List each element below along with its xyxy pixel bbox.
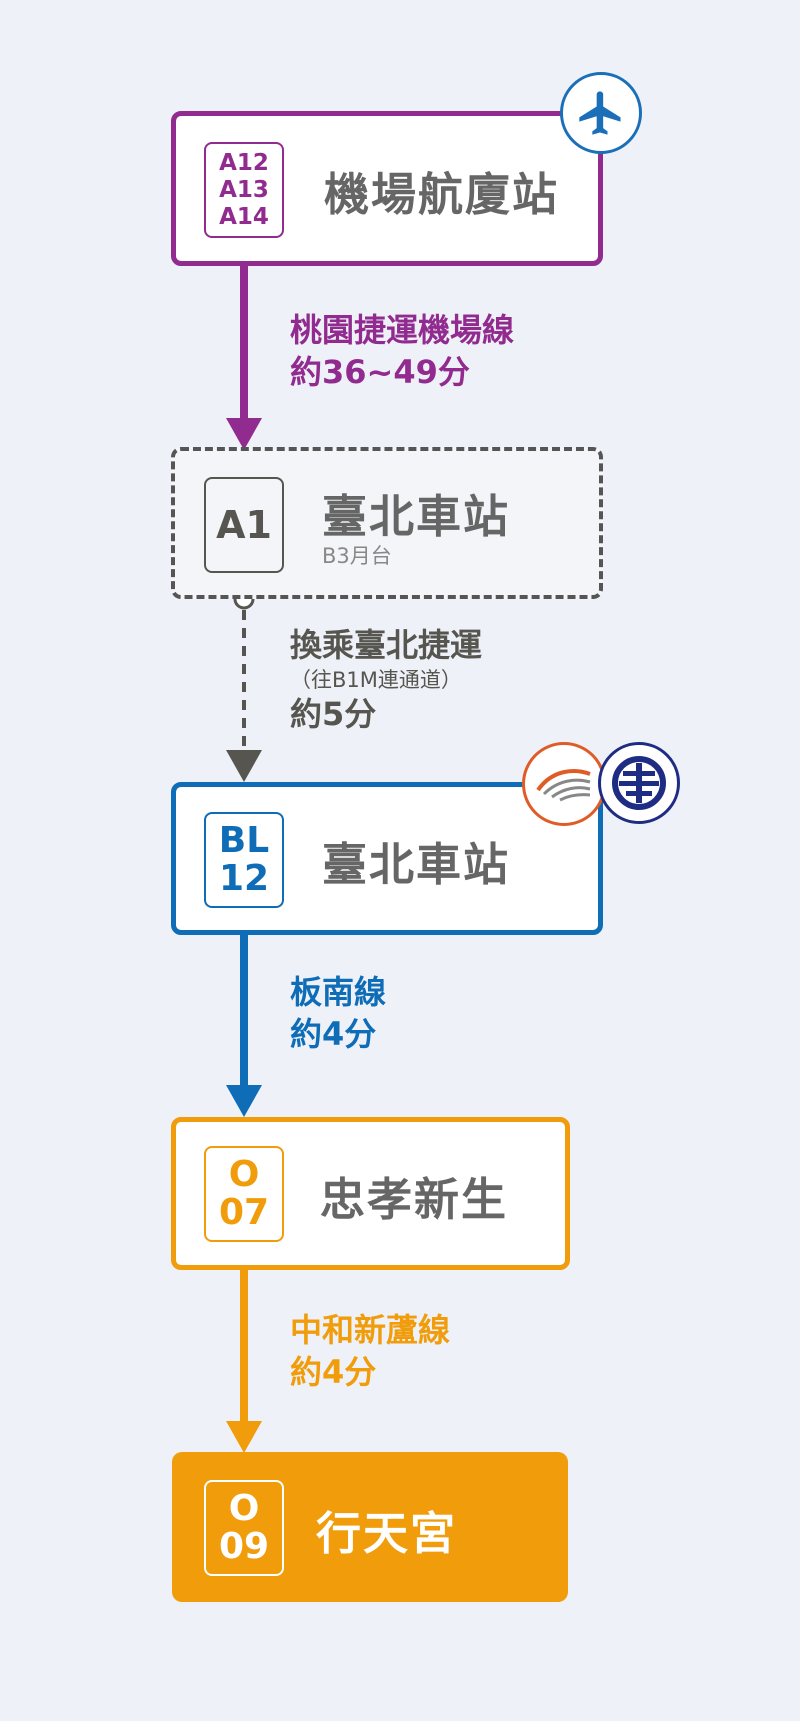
hsr-logo-icon (522, 742, 606, 826)
station-code-badge-o09: O 09 (204, 1480, 284, 1576)
route-line-name: 換乘臺北捷運 (290, 626, 483, 664)
route-travel-time: 約5分 (290, 694, 377, 733)
station-code: A13 (219, 176, 269, 203)
station-code: 07 (218, 1192, 270, 1233)
station-card-taipei-a1 (171, 447, 603, 599)
route-line-name: 板南線 (290, 973, 387, 1011)
tra-logo-icon (598, 742, 680, 824)
station-code-badge-o07: O 07 (204, 1146, 284, 1242)
station-platform-note: B3月台 (322, 544, 392, 568)
route-travel-time: 約36~49分 (290, 352, 470, 391)
route-note: （往B1M連通道） (290, 667, 462, 692)
route-label-bannan-line: 板南線 約4分 (290, 972, 386, 1055)
station-code-badge-airport: A12 A13 A14 (204, 142, 284, 238)
route-travel-time: 約4分 (290, 1352, 377, 1391)
station-name-xingtian: 行天宮 (316, 1507, 458, 1560)
route-travel-time: 約4分 (290, 1014, 377, 1053)
station-code: A1 (216, 503, 272, 547)
route-label-airport-line: 桃園捷運機場線 約36~49分 (290, 310, 514, 393)
zhonghe-line-arrow (226, 1421, 262, 1453)
station-card-zhongxiao (171, 1117, 570, 1270)
station-code: A12 (219, 149, 269, 176)
route-line-name: 中和新蘆線 (290, 1311, 451, 1349)
route-label-zhonghe-line: 中和新蘆線 約4分 (290, 1310, 450, 1393)
station-code-badge-a1: A1 (204, 477, 284, 573)
station-code: 12 (218, 858, 270, 899)
airplane-icon (560, 72, 642, 154)
station-name-taipei-bl12: 臺北車站 (322, 838, 511, 891)
route-line-name: 桃園捷運機場線 (290, 311, 515, 349)
station-card-airport (171, 111, 603, 266)
transfer-arrow (226, 750, 262, 782)
station-code: O (228, 1488, 260, 1529)
station-name-airport: 機場航廈站 (324, 168, 560, 221)
station-code: 09 (218, 1526, 270, 1567)
station-code: A14 (219, 203, 269, 230)
route-label-transfer: 換乘臺北捷運 （往B1M連通道） 約5分 (290, 625, 482, 735)
station-name-taipei-a1: 臺北車站 (322, 490, 511, 543)
station-code: O (228, 1154, 260, 1195)
station-code: BL (218, 820, 270, 861)
station-name-zhongxiao: 忠孝新生 (320, 1173, 509, 1226)
station-code-badge-bl12: BL 12 (204, 812, 284, 908)
bannan-line-arrow (226, 1085, 262, 1117)
airport-line-arrow (226, 418, 262, 450)
